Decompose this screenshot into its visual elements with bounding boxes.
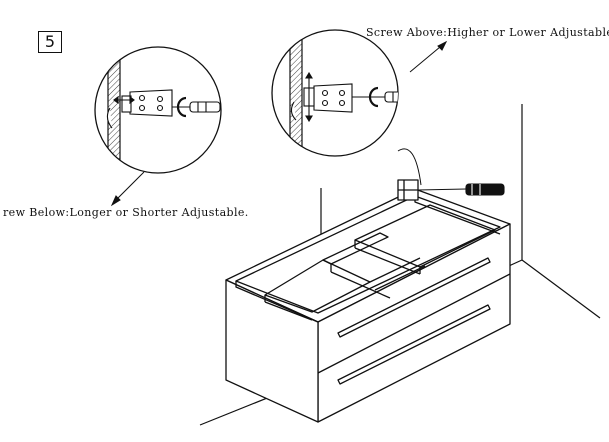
step-number-box: 5: [38, 31, 62, 53]
cabinet: [225, 179, 511, 423]
screw-above-label: Screw Above:Higher or Lower Adjustable.: [366, 26, 609, 39]
callout-lines: [110, 40, 448, 207]
left-detail-circle: [94, 46, 222, 174]
screwdriver-icon: [417, 183, 505, 196]
right-detail-circle: [271, 29, 399, 157]
screw-below-label: rew Below:Longer or Shorter Adjustable.: [3, 206, 249, 219]
